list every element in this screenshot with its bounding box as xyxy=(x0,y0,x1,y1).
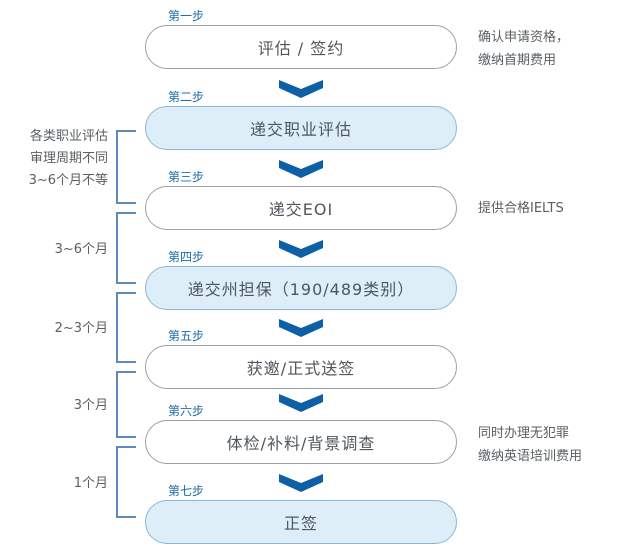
duration-label-line: 2~3个月 xyxy=(54,321,108,336)
chevron-down-icon xyxy=(279,319,323,337)
duration-label-line: 1个月 xyxy=(73,476,108,491)
duration-label-line: 各类职业评估 xyxy=(29,129,108,144)
step-pill-3: 递交EOI xyxy=(145,186,457,230)
step-note-line: 缴纳首期费用 xyxy=(478,53,557,68)
chevron-down-icon xyxy=(279,160,323,178)
step-pill-1: 评估 / 签约 xyxy=(145,25,457,69)
step-label-2: 第二步 xyxy=(168,88,209,108)
step-note-line: 缴纳英语培训费用 xyxy=(478,449,583,464)
step-pill-text: 获邀/正式送签 xyxy=(246,359,356,378)
step-pill-7: 正签 xyxy=(145,500,457,544)
step-label-5: 第五步 xyxy=(168,327,209,347)
step-pill-text: 递交EOI xyxy=(268,200,334,219)
duration-bracket-4 xyxy=(116,371,136,438)
step-note-2: 提供合格IELTS xyxy=(478,197,636,220)
duration-label-5: 1个月 xyxy=(0,473,108,495)
chevron-down-icon xyxy=(279,474,323,492)
step-pill-4: 递交州担保（190/489类别） xyxy=(145,266,457,310)
duration-label-3: 2~3个月 xyxy=(0,318,108,340)
step-pill-text: 评估 / 签约 xyxy=(257,39,345,58)
step-pill-5: 获邀/正式送签 xyxy=(145,345,457,389)
step-note-3: 同时办理无犯罪 缴纳英语培训费用 xyxy=(478,422,636,468)
duration-label-4: 3个月 xyxy=(0,395,108,417)
step-pill-text: 正签 xyxy=(283,514,318,533)
duration-bracket-5 xyxy=(116,446,136,518)
step-label-7: 第七步 xyxy=(168,482,209,502)
step-pill-2: 递交职业评估 xyxy=(145,106,457,150)
duration-label-2: 3~6个月 xyxy=(0,239,108,261)
duration-bracket-2 xyxy=(116,212,136,284)
step-pill-text: 递交职业评估 xyxy=(249,120,352,139)
step-note-line: 提供合格IELTS xyxy=(478,201,564,216)
step-label-6: 第六步 xyxy=(168,402,209,422)
step-pill-text: 递交州担保（190/489类别） xyxy=(187,280,415,299)
duration-label-1: 各类职业评估 审理周期不同 3~6个月不等 xyxy=(0,126,108,192)
step-label-1: 第一步 xyxy=(168,7,209,27)
step-pill-6: 体检/补料/背景调查 xyxy=(145,420,457,464)
step-pill-text: 体检/补料/背景调查 xyxy=(226,434,376,453)
duration-bracket-3 xyxy=(116,292,136,363)
step-label-4: 第四步 xyxy=(168,248,209,268)
chevron-down-icon xyxy=(279,394,323,412)
step-label-3: 第三步 xyxy=(168,168,209,188)
duration-label-line: 3个月 xyxy=(73,398,108,413)
step-note-1: 确认申请资格， 缴纳首期费用 xyxy=(478,26,636,72)
chevron-down-icon xyxy=(279,80,323,98)
duration-label-line: 3~6个月不等 xyxy=(28,173,108,188)
step-note-line: 确认申请资格， xyxy=(478,30,570,45)
duration-label-line: 审理周期不同 xyxy=(29,151,108,166)
step-note-line: 同时办理无犯罪 xyxy=(478,426,570,441)
chevron-down-icon xyxy=(279,240,323,258)
duration-bracket-1 xyxy=(116,130,136,204)
duration-label-line: 3~6个月 xyxy=(54,242,108,257)
